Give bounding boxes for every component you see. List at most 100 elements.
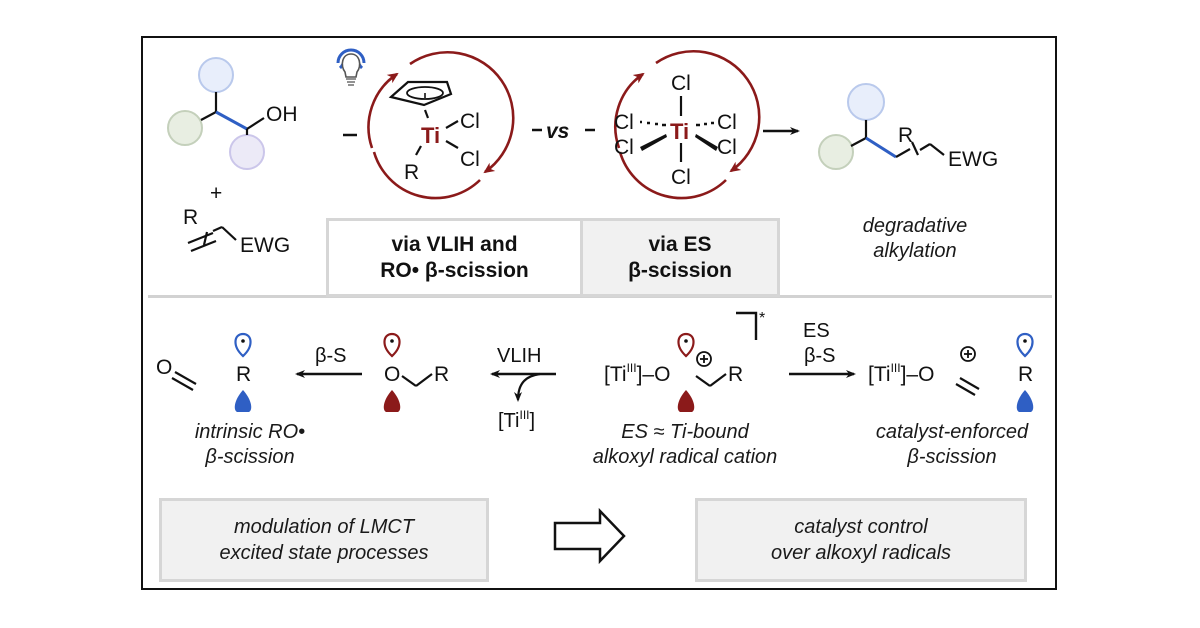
double-bond	[959, 377, 980, 390]
double-bond	[955, 383, 976, 396]
hollow-implication-arrow	[553, 507, 626, 565]
vlih-box-line1: via VLIH and	[391, 232, 518, 256]
bond	[212, 225, 223, 233]
chloride-ligand: Cl	[717, 111, 737, 134]
excited-state-bracket	[736, 311, 758, 340]
excited-state-complex: [TiIII]–O R *	[604, 310, 765, 412]
chloride-ligand: Cl	[614, 111, 634, 134]
radical-orbital-blue	[1016, 332, 1034, 412]
scission-products-left: O R	[156, 332, 252, 412]
bond	[187, 231, 214, 245]
alkyl-r-label: R	[404, 161, 419, 184]
intrinsic-scission-caption: intrinsic RO• β-scission	[150, 420, 350, 470]
ticl6-catalytic-cycle: Ti Cl Cl Cl Cl Cl Cl	[614, 49, 761, 200]
versus-label: vs	[546, 120, 569, 143]
cycle-arc-main	[409, 50, 515, 174]
titanium-center-left: Ti	[421, 123, 440, 148]
es-r-label: R	[728, 363, 743, 386]
positive-charge-icon	[696, 351, 712, 367]
positive-charge-icon	[960, 346, 976, 362]
bond	[200, 111, 217, 121]
chloride-ligand: Cl	[671, 72, 691, 95]
bond	[919, 143, 931, 151]
cpticl2-catalytic-cycle: Ti Cl Cl R	[367, 50, 515, 200]
squiggle-bond	[911, 141, 919, 156]
substituent-circle-blue	[847, 83, 885, 121]
product-caption: degradative alkylation	[830, 214, 1000, 264]
lmct-modulation-box: modulation of LMCT excited state process…	[159, 498, 489, 582]
cycle-arc-lower	[618, 151, 727, 200]
hydroxyl-label: OH	[266, 103, 298, 126]
es-pathway-box: via ES β-scission	[580, 218, 780, 297]
titanium-center-right: Ti	[670, 119, 689, 144]
double-bond	[171, 377, 194, 391]
substituent-circle-blue	[198, 57, 234, 93]
es-caption-line2: alkoxyl radical cation	[592, 446, 778, 468]
figure-frame	[141, 36, 1057, 590]
catalyst-control-box: catalyst control over alkoxyl radicals	[695, 498, 1027, 582]
alkene-r-label: R	[183, 206, 198, 229]
substituent-circle-lavender	[229, 134, 265, 170]
cycle-arc-main	[655, 49, 761, 173]
wedged-bond	[640, 134, 667, 151]
es-box-line2: β-scission	[628, 258, 732, 282]
bond	[895, 148, 911, 158]
alkene-substrate: R EWG	[183, 206, 290, 257]
bond	[850, 137, 867, 147]
bond	[695, 375, 711, 387]
catalyst-box-line2: over alkoxyl radicals	[770, 542, 952, 564]
ti-oxocarbenium-label: [TiIII]–O	[868, 361, 934, 386]
product-caption-line2: alkylation	[873, 240, 957, 262]
radical-orbital-blue	[234, 332, 252, 412]
es-arrow-beta-label: β-S	[804, 345, 836, 367]
chloride-ligand: Cl	[460, 110, 480, 133]
chloride-ligand: Cl	[717, 136, 737, 159]
lightbulb-icon	[336, 48, 366, 86]
cleaved-bond	[215, 110, 248, 131]
product-caption-line1: degradative	[862, 215, 968, 237]
plus-sign: +	[210, 182, 222, 205]
bond	[246, 117, 265, 130]
radical-orbital-red	[677, 332, 695, 412]
bond	[445, 120, 459, 129]
vlih-pathway-box: via VLIH and RO• β-scission	[326, 218, 583, 297]
alkene-ewg-label: EWG	[240, 234, 290, 257]
ti-release-curved-arrow	[514, 372, 541, 402]
vlih-label: VLIH	[497, 345, 541, 367]
bond	[221, 226, 237, 241]
lmct-box-line2: excited state processes	[219, 542, 429, 564]
substituent-circle-green	[818, 134, 854, 170]
enforced-caption-line1: catalyst-enforced	[875, 421, 1029, 443]
bond	[202, 231, 209, 246]
excited-state-caption: ES ≈ Ti-bound alkoxyl radical cation	[570, 420, 800, 470]
catalyst-box-line1: catalyst control	[794, 516, 928, 538]
alkoxyl-radical: O R	[383, 332, 449, 412]
alcohol-substrate: OH +	[167, 57, 298, 205]
enforced-caption-line2: β-scission	[907, 446, 997, 468]
alkylation-product: R EWG	[818, 83, 998, 171]
beta-scission-label: β-S	[315, 345, 347, 367]
product-ewg-label: EWG	[948, 148, 998, 171]
alkoxyl-r-label: R	[434, 363, 449, 386]
bond	[445, 140, 459, 149]
bond	[190, 239, 217, 253]
bond	[401, 375, 417, 387]
substituent-circle-green	[167, 110, 203, 146]
cycle-arc-upper	[367, 72, 399, 149]
catalyst-enforced-caption: catalyst-enforced β-scission	[852, 420, 1052, 470]
excited-state-star: *	[759, 310, 765, 327]
released-titanium-label: [TiIII]	[498, 408, 535, 432]
new-bond	[865, 136, 897, 159]
es-box-line1: via ES	[648, 232, 712, 256]
bond	[929, 143, 945, 156]
chloride-ligand: Cl	[671, 166, 691, 189]
chloride-ligand: Cl	[460, 148, 480, 171]
chloride-ligand: Cl	[614, 136, 634, 159]
hashed-bond	[640, 120, 666, 127]
ti-oxygen-label: [TiIII]–O	[604, 361, 670, 386]
cycle-arc-lower	[372, 151, 481, 200]
carbonyl-oxygen: O	[156, 356, 172, 379]
bond	[415, 145, 422, 156]
cycle-arc-upper	[614, 72, 645, 149]
cyclopentadienyl-ring	[388, 80, 453, 107]
